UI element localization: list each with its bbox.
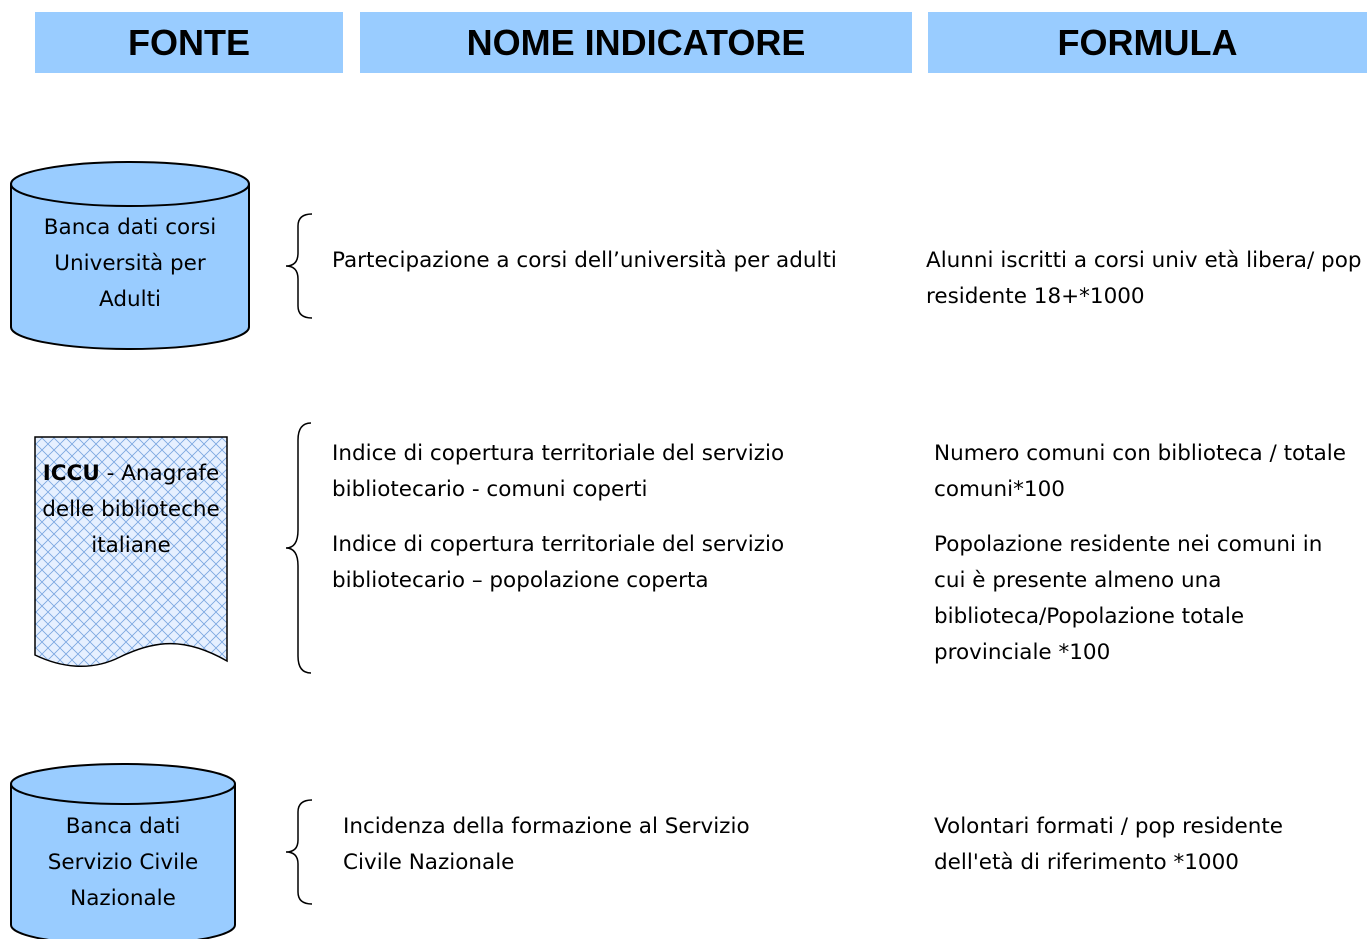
header-formula-label: FORMULA (1057, 21, 1238, 63)
brace-1 (285, 213, 313, 319)
indicator-3: Indice di copertura territoriale del ser… (332, 532, 785, 593)
brace-2 (285, 422, 312, 674)
header-formula: FORMULA (928, 12, 1367, 73)
header-fonte-label: FONTE (128, 21, 250, 63)
indicator-4: Incidenza della formazione al Servizio C… (343, 814, 750, 875)
formula-1: Alunni iscritti a corsi univ età libera/… (926, 248, 1362, 309)
source-label-2: ICCU - Anagrafe delle biblioteche italia… (40, 456, 222, 564)
formula-2: Numero comuni con biblioteca / totale co… (934, 441, 1346, 502)
source-label-3: Banca dati Servizio Civile Nazionale (47, 814, 199, 911)
header-fonte: FONTE (35, 12, 343, 73)
source-label-1: Banca dati corsi Università per Adulti (43, 215, 217, 312)
formula-4: Volontari formati / pop residente dell'e… (934, 814, 1284, 875)
indicator-2: Indice di copertura territoriale del ser… (332, 441, 785, 502)
header-nome-indicatore: NOME INDICATORE (360, 12, 912, 73)
document-shape (34, 436, 228, 667)
database-cylinder-2 (10, 763, 236, 939)
brace-3 (285, 799, 313, 905)
formula-3: Popolazione residente nei comuni in cui … (934, 532, 1323, 665)
database-cylinder-1 (10, 161, 250, 350)
header-nome-indicatore-label: NOME INDICATORE (466, 21, 806, 63)
indicator-1: Partecipazione a corsi dell’università p… (332, 248, 837, 273)
source-label-2-bold: ICCU (42, 461, 100, 486)
source-label-2-rest: - Anagrafe delle biblioteche italiane (42, 461, 220, 558)
